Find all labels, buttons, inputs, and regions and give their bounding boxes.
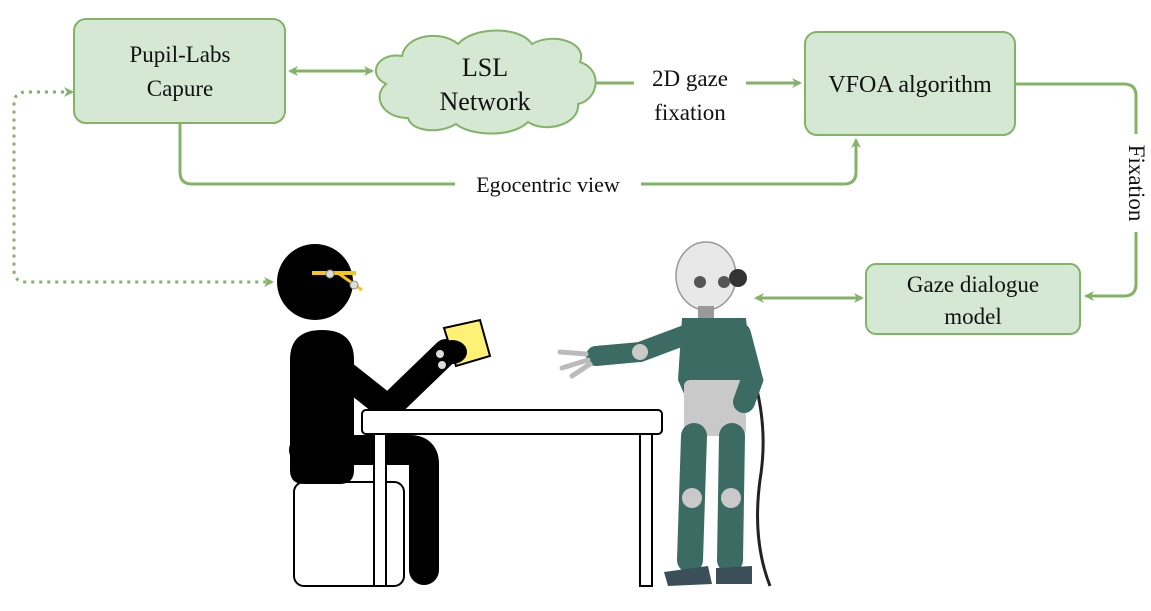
human-head [277, 244, 353, 320]
stool-icon [293, 481, 405, 587]
human-seated-with-eye-tracker-icon [277, 244, 492, 587]
node-lsl-line2: Network [440, 87, 531, 116]
eye-tracker-glasses-icon [312, 269, 363, 292]
node-gaze-dialogue-line1: Gaze dialogue [907, 272, 1039, 297]
edge-label-2d-gaze: 2D gaze [652, 66, 728, 91]
humanoid-robot-icon [557, 241, 772, 587]
edge-label-bg [634, 64, 746, 128]
node-pupil-labs-line1: Pupil-Labs [130, 42, 231, 67]
node-pupil-labs: Pupil-Labs Capure [73, 18, 286, 124]
node-vfoa-label: VFOA algorithm [828, 72, 992, 98]
edge-label-fixation-2: fixation [654, 100, 726, 125]
node-pupil-labs-line2: Capure [147, 76, 213, 101]
human-hand [437, 340, 467, 364]
node-lsl-line1: LSL [462, 53, 508, 82]
robot-head [675, 241, 737, 311]
edge-label-bg [1126, 134, 1146, 232]
node-gaze-dialogue-line2: model [944, 304, 1002, 329]
table-icon [361, 409, 663, 587]
human-legs [289, 435, 439, 585]
human-arm [317, 339, 459, 421]
edge-pupil-human-dotted [12, 87, 274, 287]
node-vfoa-algorithm: VFOA algorithm [804, 31, 1016, 136]
edge-label-egocentric-view: Egocentric view [476, 172, 620, 197]
edge-label-fixation: Fixation [1124, 145, 1149, 222]
edge-label-bg [455, 174, 641, 196]
node-gaze-dialogue-model: Gaze dialogue model [865, 263, 1081, 335]
node-lsl-network: LSL Network [374, 29, 597, 135]
